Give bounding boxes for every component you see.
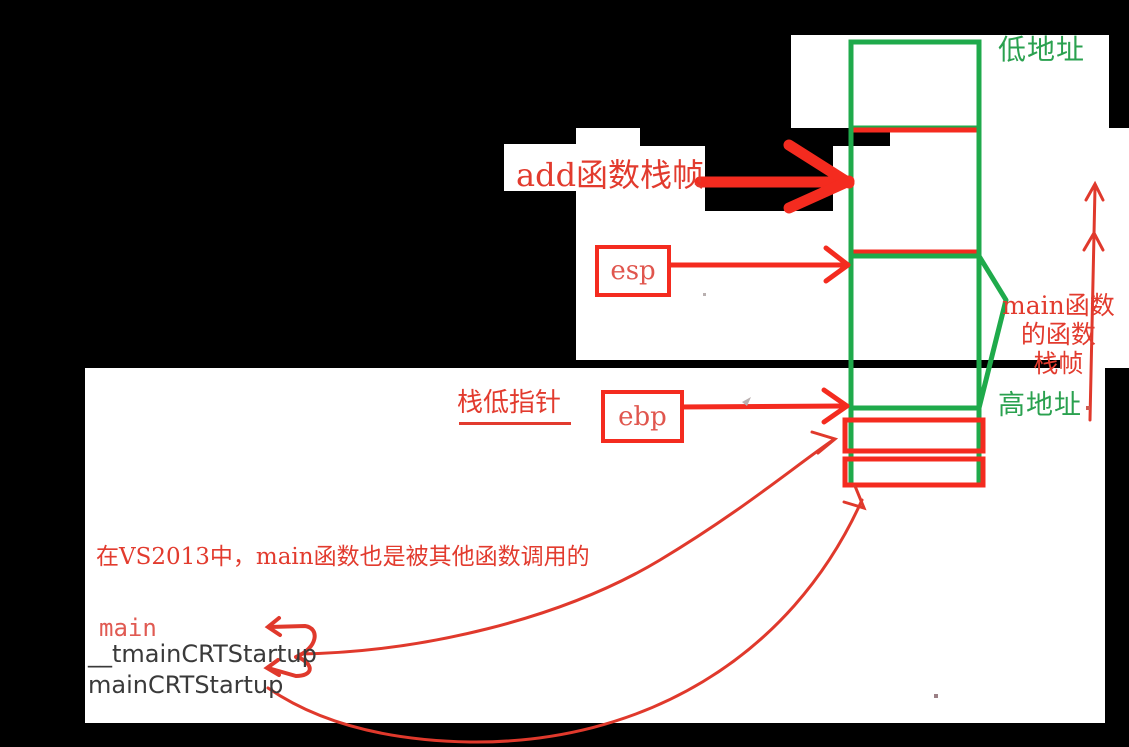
main-frame-label-line3: 栈帧: [1033, 349, 1084, 378]
call-chain-item-tmaincrtstartup: __tmainCRTStartup: [88, 640, 317, 668]
esp-register-box: esp: [595, 245, 671, 297]
black-seam-arrow: [705, 141, 833, 211]
base-pointer-label: 栈低指针: [457, 390, 571, 425]
ebp-register-box: ebp: [601, 390, 684, 443]
black-seam-left: [504, 191, 576, 363]
call-chain-item-main: main: [99, 614, 157, 642]
esp-label: esp: [610, 256, 656, 286]
call-chain-item-maincrtstartup: mainCRTStartup: [88, 671, 284, 699]
base-pointer-underline: [459, 422, 571, 425]
main-frame-label-line2: 的函数: [1020, 320, 1096, 349]
low-address-label: 低地址: [998, 33, 1086, 66]
vs2013-note: 在VS2013中，main函数也是被其他函数调用的: [96, 546, 590, 569]
add-frame-label: add函数栈帧: [516, 156, 705, 194]
stray-dot-upper: [703, 293, 706, 296]
stray-dot-lower: [934, 694, 938, 698]
stray-dot-right: [1086, 406, 1090, 410]
main-frame-label: main函数 的函数 栈帧: [1002, 293, 1115, 380]
high-address-label: 高地址: [998, 390, 1082, 421]
vs2013-note-text: 在VS2013中，main函数也是被其他函数调用的: [96, 544, 590, 570]
base-pointer-text: 栈低指针: [457, 388, 562, 418]
ebp-label: ebp: [618, 401, 667, 432]
main-frame-label-line1: main函数: [1002, 291, 1115, 320]
